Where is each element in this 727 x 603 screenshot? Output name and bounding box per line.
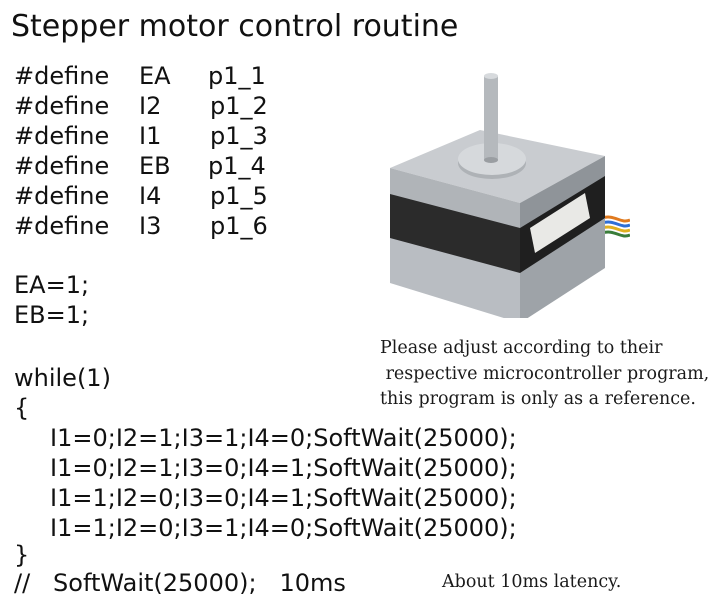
timing-comment: // SoftWait(25000); 10ms <box>14 569 346 597</box>
motor-wire <box>601 215 631 223</box>
step-line: I1=1;I2=0;I3=1;I4=0;SoftWait(25000); <box>50 514 517 542</box>
define-keyword: #define <box>14 92 110 120</box>
define-keyword: #define <box>14 182 110 210</box>
loop-header: while(1) <box>14 364 111 392</box>
enable-line: EA=1; <box>14 271 90 299</box>
note-line: Please adjust according to their <box>380 338 663 358</box>
motor-body-left <box>390 193 520 273</box>
define-keyword: #define <box>14 212 110 240</box>
motor-plate-front-left <box>390 168 520 228</box>
open-brace: { <box>14 394 30 422</box>
enable-line: EB=1; <box>14 301 90 329</box>
step-line: I1=0;I2=1;I3=1;I4=0;SoftWait(25000); <box>50 424 517 452</box>
define-name: I2 <box>139 92 162 120</box>
define-pin: p1_2 <box>210 92 268 120</box>
stepper-motor-icon <box>380 68 631 323</box>
motor-wire <box>601 230 631 238</box>
step-line: I1=0;I2=1;I3=0;I4=1;SoftWait(25000); <box>50 454 517 482</box>
define-keyword: #define <box>14 152 110 180</box>
motor-wire <box>601 220 631 228</box>
define-keyword: #define <box>14 62 110 90</box>
note-line: respective microcontroller program, <box>380 364 710 384</box>
define-pin: p1_4 <box>208 152 266 180</box>
motor-wires <box>601 215 631 238</box>
define-name: EB <box>139 152 171 180</box>
define-name: I3 <box>139 212 162 240</box>
motor-shaft-top <box>484 73 498 79</box>
define-name: I4 <box>139 182 162 210</box>
define-pin: p1_5 <box>210 182 268 210</box>
define-pin: p1_6 <box>210 212 268 240</box>
step-line: I1=1;I2=0;I3=0;I4=1;SoftWait(25000); <box>50 484 517 512</box>
define-pin: p1_3 <box>210 122 268 150</box>
note-line: this program is only as a reference. <box>380 389 696 409</box>
define-name: I1 <box>139 122 162 150</box>
motor-shaft <box>484 76 498 160</box>
motor-wire <box>601 225 631 233</box>
latency-note: About 10ms latency. <box>442 572 622 592</box>
define-keyword: #define <box>14 122 110 150</box>
motor-plate-front-right <box>520 156 605 228</box>
motor-label <box>530 193 590 253</box>
define-pin: p1_1 <box>208 62 266 90</box>
close-brace: } <box>14 541 30 569</box>
motor-shaft-base <box>484 157 498 163</box>
page-title: Stepper motor control routine <box>11 9 459 44</box>
define-name: EA <box>139 62 171 90</box>
